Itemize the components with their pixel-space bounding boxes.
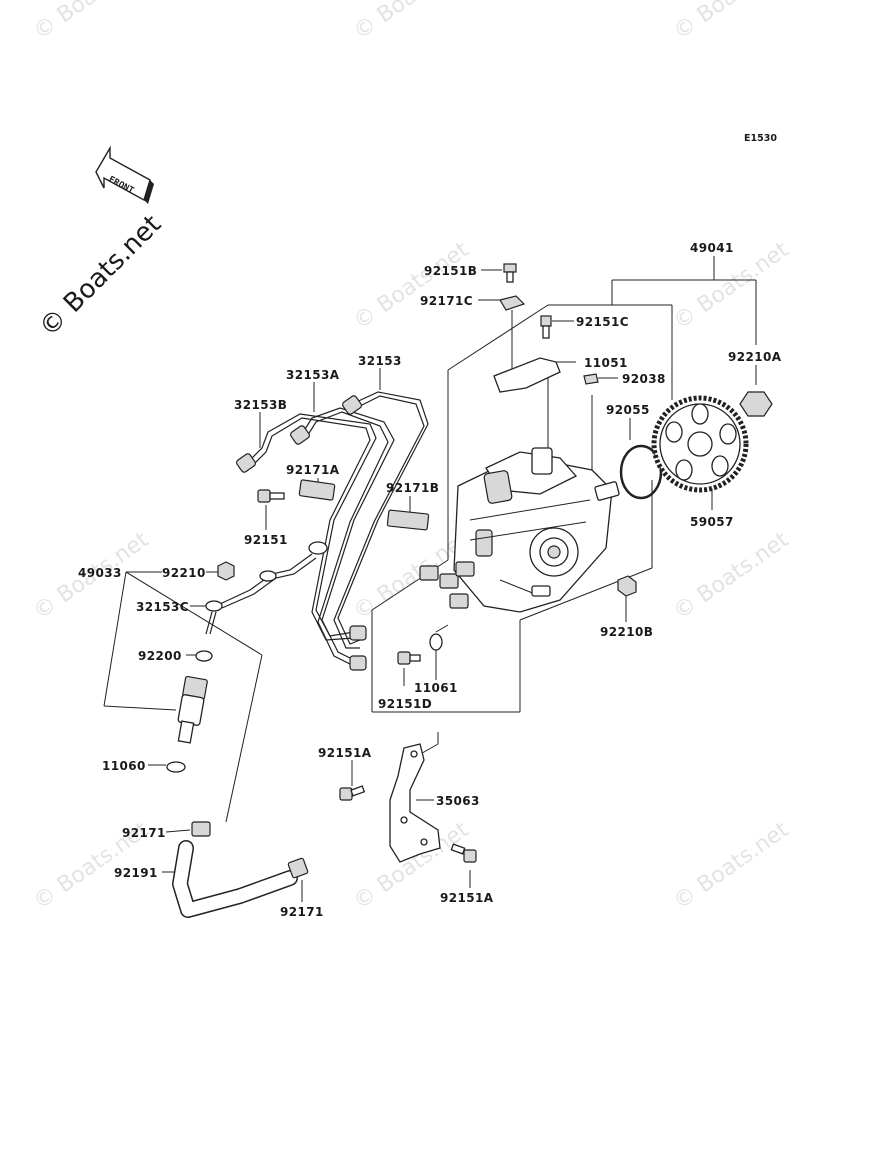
injection-pump-icon [419,447,620,613]
part-label-32153a[interactable]: 32153A [286,368,340,382]
part-label-92151a[interactable]: 92151A [440,891,494,905]
injector-49033-icon [177,675,208,744]
part-label-49041[interactable]: 49041 [690,241,734,255]
watermark: © Boats.net [669,527,794,625]
bolt-92151c-icon [540,315,552,339]
part-label-32153c[interactable]: 32153C [136,600,189,614]
part-label-49033[interactable]: 49033 [78,566,122,580]
washer-11061-icon [429,633,443,651]
part-label-92200[interactable]: 92200 [138,649,182,663]
part-label-92171a[interactable]: 92171A [286,463,340,477]
part-label-92210[interactable]: 92210 [162,566,206,580]
o-ring-92055-icon [619,444,663,500]
part-label-35063[interactable]: 35063 [436,794,480,808]
bracket-11051-icon [493,357,561,393]
part-label-92171[interactable]: 92171 [122,826,166,840]
part-label-92171[interactable]: 92171 [280,905,324,919]
part-label-11051[interactable]: 11051 [584,356,628,370]
part-label-92171c[interactable]: 92171C [420,294,473,308]
leader-lines [103,256,757,902]
washer-92200-icon [195,650,213,662]
part-label-32153b[interactable]: 32153B [234,398,287,412]
gear-59057-icon [651,395,749,493]
part-label-92151d[interactable]: 92151D [378,697,432,711]
bolt-92151a-icon [450,843,477,863]
part-label-11060[interactable]: 11060 [102,759,146,773]
nut-92210-icon [217,561,235,581]
part-label-92210b[interactable]: 92210B [600,625,653,639]
watermark-main: © Boats.net [34,210,167,343]
part-label-92038[interactable]: 92038 [622,372,666,386]
bracket-35063-icon [389,743,441,863]
part-label-92151c[interactable]: 92151C [576,315,629,329]
small-parts [166,263,773,918]
part-label-92210a[interactable]: 92210A [728,350,782,364]
part-label-92171b[interactable]: 92171B [386,481,439,495]
bolt-92151d-icon [397,651,421,665]
clamp-92171b-icon [386,509,430,531]
watermark: © Boats.net [349,237,474,335]
leak-off-line [205,541,328,635]
bolt-92151b-icon [503,263,517,283]
front-arrow-icon: FRONT [95,145,154,204]
nut-92210b-icon [617,575,637,597]
clamp-92171a-icon [298,479,336,501]
washer-11060-icon [166,761,186,773]
part-labels: 49041 92151B 92171C 92151C 92210A 32153 … [78,241,782,919]
watermark: © Boats.net [669,0,794,45]
bolt-92151-icon [257,489,285,503]
clamp-92171-icon [191,821,211,837]
part-label-92191[interactable]: 92191 [114,866,158,880]
bolt-92151a-icon [339,785,366,801]
part-label-92151b[interactable]: 92151B [424,264,477,278]
injection-pipes [236,391,429,671]
part-label-92151a[interactable]: 92151A [318,746,372,760]
part-label-59057[interactable]: 59057 [690,515,734,529]
watermark: © Boats.net [669,817,794,915]
clip-92171c-icon [499,295,526,311]
key-92038-icon [583,373,599,385]
watermark: © Boats.net [349,0,474,45]
watermark: © Boats.net [29,0,154,45]
part-label-92151[interactable]: 92151 [244,533,288,547]
part-label-92055[interactable]: 92055 [606,403,650,417]
nut-92210a-icon [739,391,773,417]
diagram-code: E1530 [744,133,777,144]
clamp-92171-icon [287,857,309,879]
part-label-11061[interactable]: 11061 [414,681,458,695]
part-label-32153[interactable]: 32153 [358,354,402,368]
